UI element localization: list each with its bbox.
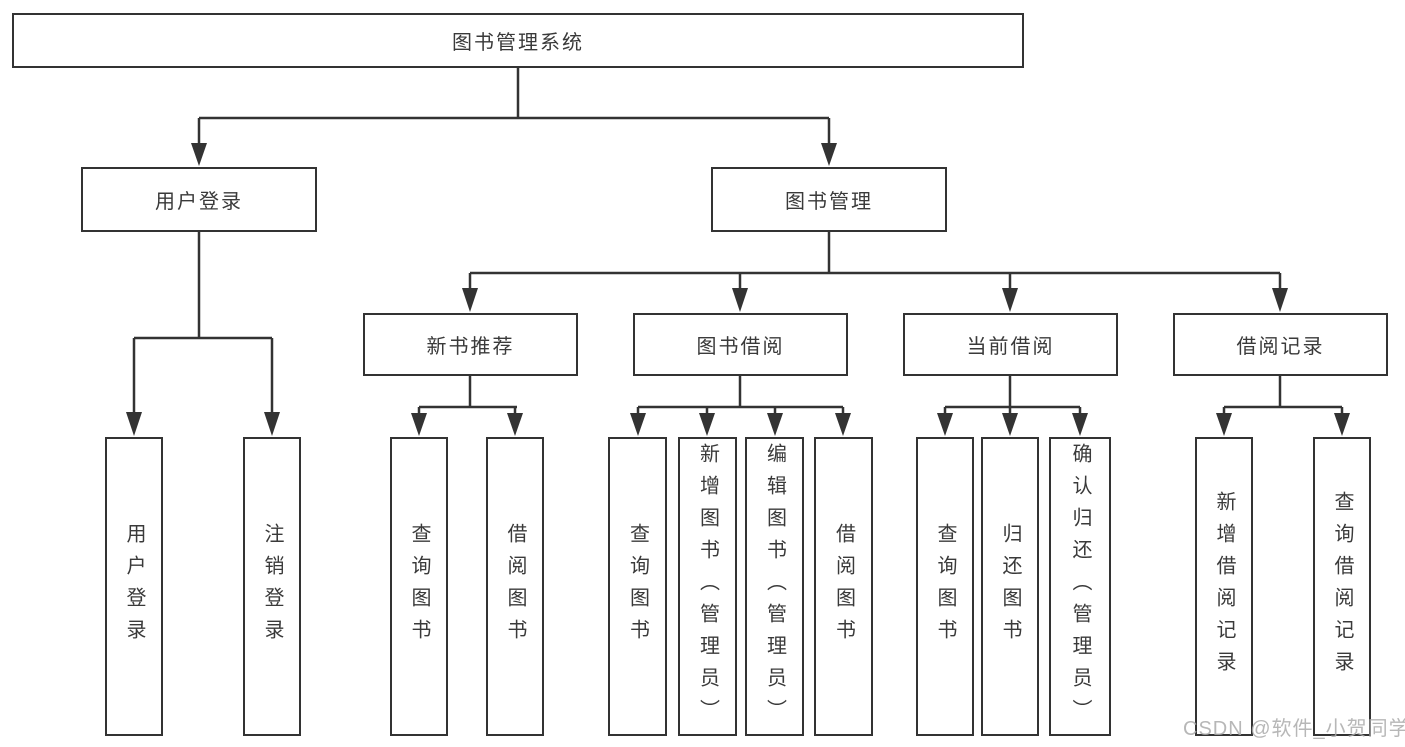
leaf-logout: 注销登录 (243, 437, 301, 736)
node-book-management-label: 图书管理 (785, 191, 873, 213)
leaf-g4-query-borrow-record: 查询借阅记录 (1313, 437, 1371, 736)
leaf-g1-query-books-label: 查询图书 (408, 522, 430, 651)
node-borrow-records-label: 借阅记录 (1236, 336, 1325, 358)
leaf-g3-return-book: 归还图书 (981, 437, 1039, 736)
node-root-label: 图书管理系统 (452, 32, 584, 54)
leaf-g2-add-book-admin-label: 新增图书（管理员） (696, 442, 719, 731)
leaf-g2-add-book-admin: 新增图书（管理员） (678, 437, 737, 736)
leaf-user-login: 用户登录 (105, 437, 163, 736)
leaf-g3-return-book-label: 归还图书 (999, 522, 1021, 651)
node-user-login-branch: 用户登录 (81, 167, 317, 232)
node-user-login-branch-label: 用户登录 (155, 191, 243, 213)
connector-lines (132, 68, 1344, 416)
leaf-user-login-label: 用户登录 (123, 522, 145, 651)
watermark: CSDN @软件_小贺同学 (1183, 718, 1405, 740)
node-borrow-records: 借阅记录 (1173, 313, 1388, 376)
leaf-logout-label: 注销登录 (261, 522, 283, 651)
leaf-g4-query-borrow-record-label: 查询借阅记录 (1331, 490, 1353, 683)
leaf-g1-query-books: 查询图书 (390, 437, 448, 736)
node-current-borrow: 当前借阅 (903, 313, 1118, 376)
node-root: 图书管理系统 (12, 13, 1024, 68)
node-book-management: 图书管理 (711, 167, 947, 232)
leaf-g2-query-books-label: 查询图书 (626, 522, 649, 651)
leaf-g3-confirm-return-admin: 确认归还（管理员） (1049, 437, 1111, 736)
leaf-g2-edit-book-admin-label: 编辑图书（管理员） (763, 442, 786, 731)
arrow-down-icons (126, 143, 1350, 436)
node-new-book-recommend-label: 新书推荐 (426, 336, 515, 358)
leaf-g3-confirm-return-admin-label: 确认归还（管理员） (1069, 442, 1091, 731)
leaf-g3-query-books-label: 查询图书 (934, 522, 956, 651)
leaf-g2-borrow-books: 借阅图书 (814, 437, 873, 736)
leaf-g2-borrow-books-label: 借阅图书 (832, 522, 855, 651)
leaf-g4-add-borrow-record-label: 新增借阅记录 (1213, 490, 1235, 683)
leaf-g2-query-books: 查询图书 (608, 437, 667, 736)
leaf-g2-edit-book-admin: 编辑图书（管理员） (745, 437, 804, 736)
leaf-g4-add-borrow-record: 新增借阅记录 (1195, 437, 1253, 736)
leaf-g1-borrow-books-label: 借阅图书 (504, 522, 526, 651)
node-book-borrow-label: 图书借阅 (696, 336, 785, 358)
node-new-book-recommend: 新书推荐 (363, 313, 578, 376)
leaf-g1-borrow-books: 借阅图书 (486, 437, 544, 736)
node-current-borrow-label: 当前借阅 (966, 336, 1055, 358)
node-book-borrow: 图书借阅 (633, 313, 848, 376)
leaf-g3-query-books: 查询图书 (916, 437, 974, 736)
